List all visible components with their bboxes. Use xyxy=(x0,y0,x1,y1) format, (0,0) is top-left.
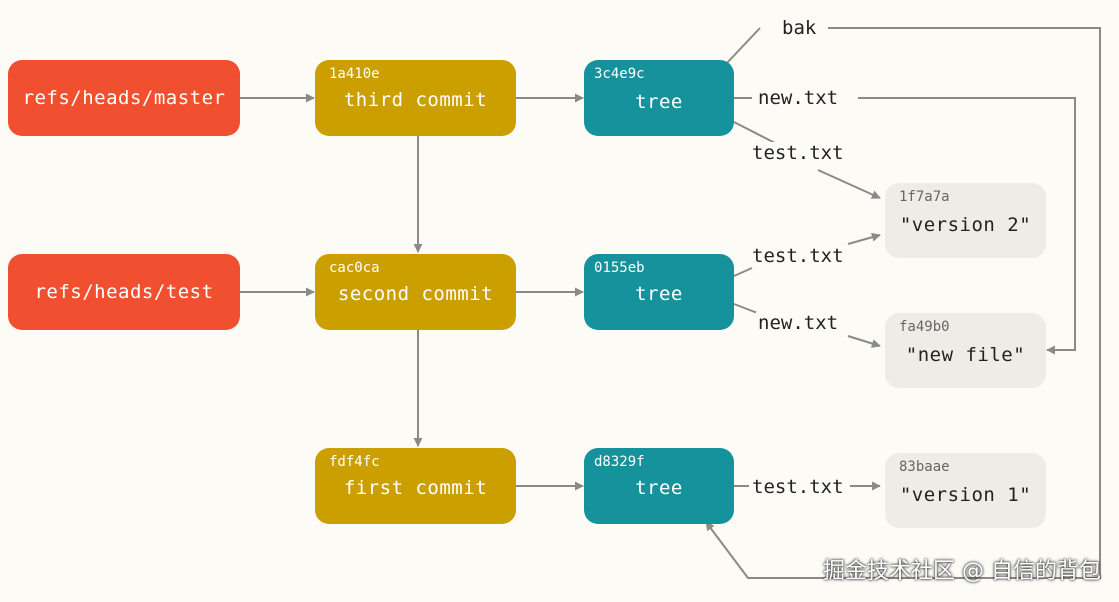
edge-test-txt-2 xyxy=(733,235,880,277)
blob-content: "version 2" xyxy=(899,214,1032,236)
blob-hash: 83baae xyxy=(899,459,950,475)
edge-bak xyxy=(706,27,1101,579)
edge-label-test-txt: test.txt xyxy=(750,245,846,267)
tree-label: tree xyxy=(635,91,683,113)
blob-83baae: 83baae "version 1" xyxy=(885,453,1046,528)
watermark-text: 掘金技术社区 @ 自信的背包 xyxy=(823,559,1101,584)
tree-hash: 0155eb xyxy=(594,260,645,276)
edge-label-test-txt: test.txt xyxy=(750,142,846,164)
tree-d8329f: d8329f tree xyxy=(584,448,734,524)
tree-label: tree xyxy=(635,283,683,305)
edge-new-txt-1 xyxy=(734,97,1076,350)
commit-first: fdf4fc first commit xyxy=(315,448,516,524)
ref-master: refs/heads/master xyxy=(8,60,240,136)
edge-new-txt-2 xyxy=(733,303,880,346)
edge-label-test-txt: test.txt xyxy=(750,476,846,498)
edge-test-txt-1 xyxy=(733,121,880,198)
commit-third: 1a410e third commit xyxy=(315,60,516,136)
blob-fa49b0: fa49b0 "new file" xyxy=(885,313,1046,388)
blob-1f7a7a: 1f7a7a "version 2" xyxy=(885,183,1046,258)
commit-message: first commit xyxy=(343,477,488,499)
commit-hash: 1a410e xyxy=(329,66,380,82)
commit-hash: cac0ca xyxy=(329,260,380,276)
edge-label-new-txt: new.txt xyxy=(756,87,841,109)
commit-hash: fdf4fc xyxy=(329,454,380,470)
commit-message: third commit xyxy=(343,89,488,111)
blob-content: "new file" xyxy=(905,344,1026,366)
tree-3c4e9c: 3c4e9c tree xyxy=(584,60,734,136)
tree-hash: 3c4e9c xyxy=(594,66,645,82)
edge-label-bak: bak xyxy=(780,17,819,39)
commit-message: second commit xyxy=(337,283,494,305)
edge-label-new-txt: new.txt xyxy=(756,312,841,334)
tree-hash: d8329f xyxy=(594,454,645,470)
blob-hash: fa49b0 xyxy=(899,319,950,335)
blob-content: "version 1" xyxy=(899,484,1032,506)
blob-hash: 1f7a7a xyxy=(899,189,950,205)
ref-master-label: refs/heads/master xyxy=(22,87,226,109)
commit-second: cac0ca second commit xyxy=(315,254,516,330)
ref-test: refs/heads/test xyxy=(8,254,240,330)
ref-test-label: refs/heads/test xyxy=(34,281,214,303)
tree-label: tree xyxy=(635,477,683,499)
tree-0155eb: 0155eb tree xyxy=(584,254,734,330)
